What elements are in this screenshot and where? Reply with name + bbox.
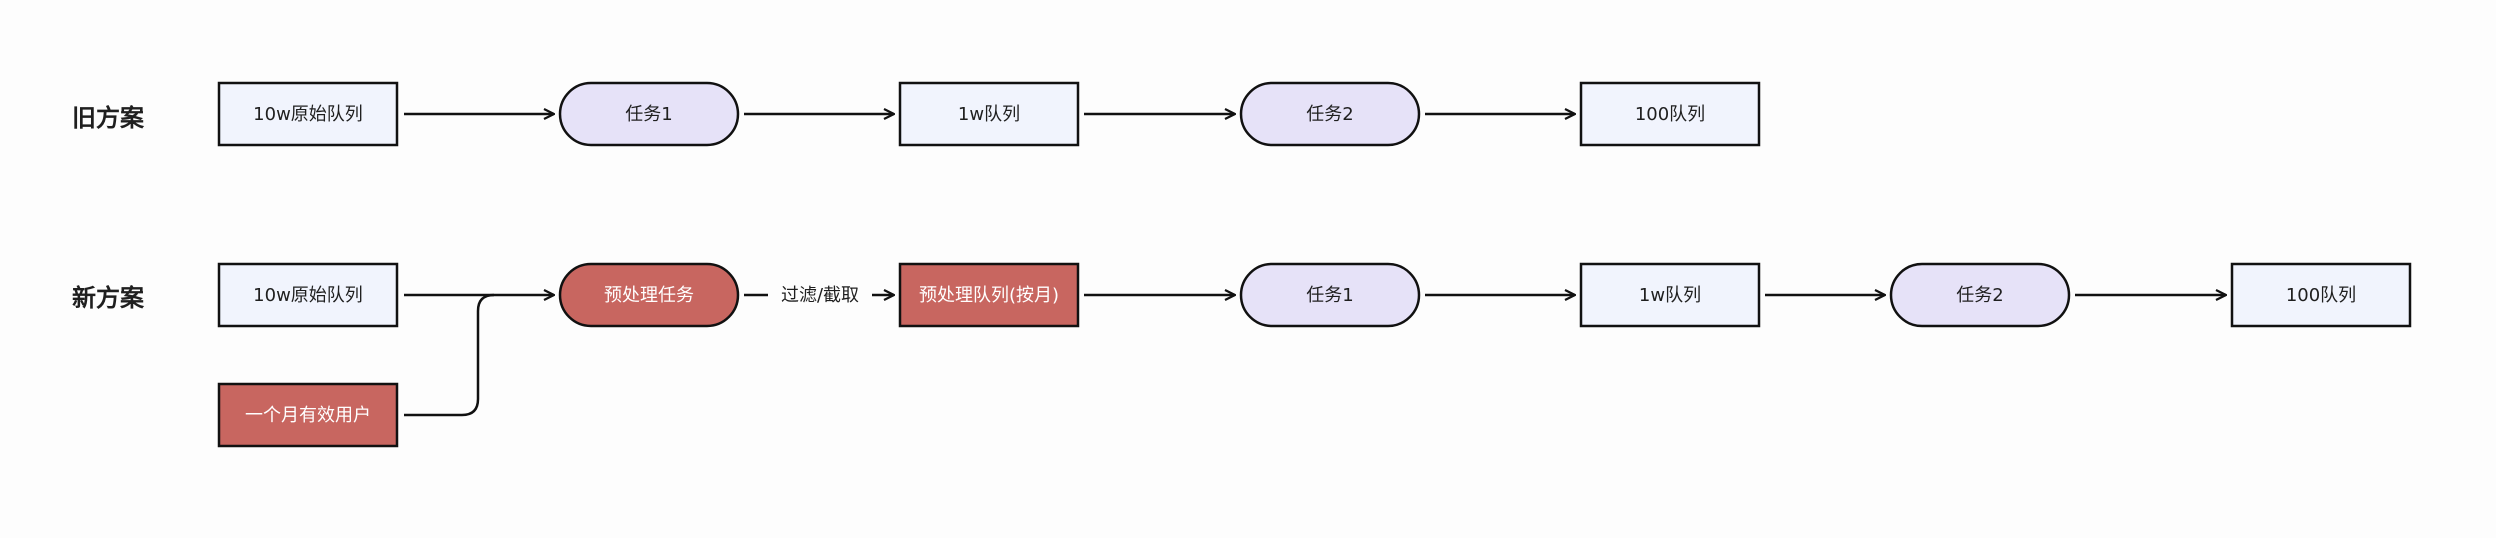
new-node-preprocess-queue[interactable]: 预处理队列(按月) [898, 262, 1080, 328]
new-connector-active-users [404, 293, 495, 417]
filter-edge-label: 过滤/截取 [781, 285, 859, 306]
svg-text:10w原始队列: 10w原始队列 [253, 285, 363, 306]
old-node-1w-queue[interactable]: 1w队列 [898, 81, 1080, 147]
new-node-active-users[interactable]: 一个月有效用户 [217, 382, 399, 448]
old-node-100-queue[interactable]: 100队列 [1579, 81, 1761, 147]
svg-text:任务2: 任务2 [1956, 285, 2003, 306]
new-node-raw-queue[interactable]: 10w原始队列 [217, 262, 399, 328]
svg-text:10w原始队列: 10w原始队列 [253, 104, 363, 125]
new-node-1w-queue[interactable]: 1w队列 [1579, 262, 1761, 328]
old-node-task2[interactable]: 任务2 [1239, 81, 1421, 147]
new-node-100-queue[interactable]: 100队列 [2230, 262, 2412, 328]
svg-text:100队列: 100队列 [1635, 104, 1705, 125]
old-node-task1[interactable]: 任务1 [558, 81, 740, 147]
svg-text:100队列: 100队列 [2286, 285, 2356, 306]
svg-text:预处理任务: 预处理任务 [604, 285, 694, 306]
svg-text:任务1: 任务1 [625, 104, 672, 125]
svg-text:任务1: 任务1 [1306, 285, 1353, 306]
new-node-preprocess-task[interactable]: 预处理任务 [558, 262, 740, 328]
svg-text:一个月有效用户: 一个月有效用户 [245, 405, 371, 426]
svg-text:预处理队列(按月): 预处理队列(按月) [919, 285, 1059, 306]
svg-text:任务2: 任务2 [1306, 104, 1353, 125]
svg-text:1w队列: 1w队列 [958, 104, 1020, 125]
old-node-raw-queue[interactable]: 10w原始队列 [217, 81, 399, 147]
old-scheme-label: 旧方案 [72, 104, 145, 132]
new-scheme-label: 新方案 [72, 284, 145, 312]
new-node-task2[interactable]: 任务2 [1889, 262, 2071, 328]
new-node-task1[interactable]: 任务1 [1239, 262, 1421, 328]
svg-text:1w队列: 1w队列 [1639, 285, 1701, 306]
